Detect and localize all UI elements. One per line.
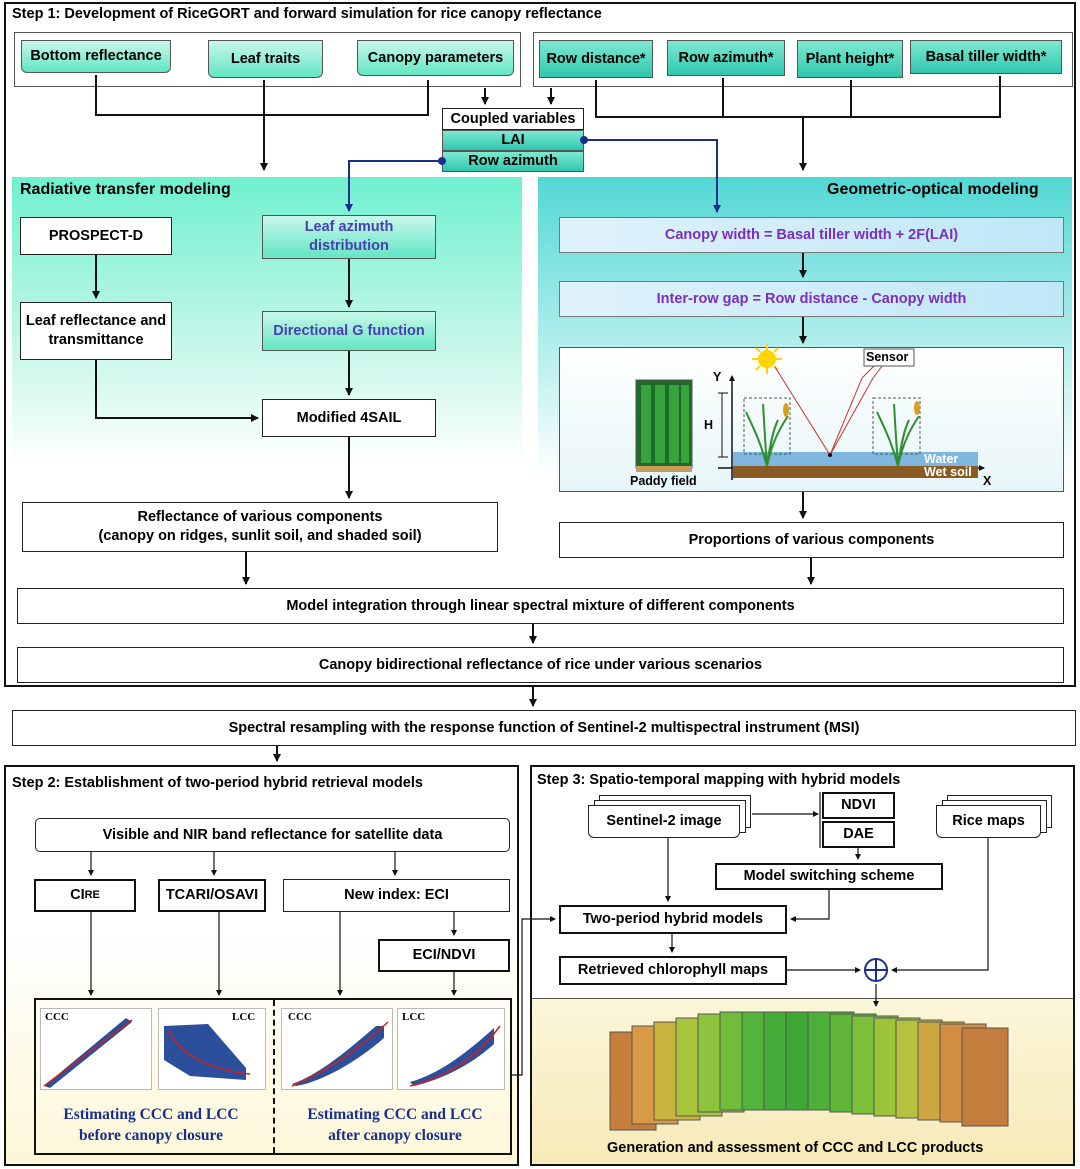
switching-to-hybrid bbox=[790, 890, 830, 922]
model-switching-box: Model switching scheme bbox=[715, 863, 943, 890]
light-rays bbox=[774, 359, 886, 457]
eci-box: New index: ECI bbox=[283, 879, 510, 912]
lcc-after-plot bbox=[409, 1025, 501, 1087]
eci-ndvi-box: ECI/NDVI bbox=[378, 939, 510, 972]
row-azimuth-input-box: Row azimuth* bbox=[667, 40, 785, 76]
step1-frame bbox=[4, 2, 1076, 687]
plot-label-1: CCC bbox=[45, 1011, 69, 1023]
spectral-resampling-box: Spectral resampling with the response fu… bbox=[12, 710, 1076, 746]
inter-row-gap-box: Inter-row gap = Row distance - Canopy wi… bbox=[559, 281, 1064, 317]
canopy-width-box: Canopy width = Basal tiller width + 2F(L… bbox=[559, 217, 1064, 253]
leaf-traits-box: Leaf traits bbox=[208, 40, 323, 78]
sun-icon bbox=[752, 344, 782, 374]
plots-frame bbox=[34, 998, 512, 1155]
coupled-variables-header: Coupled variables bbox=[442, 108, 584, 130]
proportions-components-box: Proportions of various components bbox=[559, 522, 1064, 558]
before-after-divider bbox=[273, 1000, 275, 1153]
right-input-connector bbox=[595, 76, 1001, 118]
lcc-before-plot bbox=[164, 1024, 251, 1080]
plot-label-3: CCC bbox=[288, 1011, 312, 1023]
rice-to-plus bbox=[891, 838, 989, 973]
plot-ccc-after bbox=[281, 1008, 393, 1090]
modified-4sail-box: Modified 4SAIL bbox=[262, 399, 436, 437]
leaf-rt-arrow bbox=[95, 360, 259, 422]
step2-title: Step 2: Establishment of two-period hybr… bbox=[12, 775, 423, 791]
after-closure-label: Estimating CCC and LCC after canopy clos… bbox=[307, 1106, 483, 1144]
reflectance-components-label: Reflectance of various components bbox=[137, 509, 383, 525]
water-layer bbox=[733, 452, 978, 466]
rice-maps-box: Rice maps bbox=[936, 805, 1041, 838]
canopy-bidirectional-box: Canopy bidirectional reflectance of rice… bbox=[17, 647, 1064, 683]
right-inputs-group bbox=[533, 32, 1073, 87]
plant-height-box: Plant height* bbox=[797, 40, 903, 78]
leaf-reflectance-transmittance-box: Leaf reflectance and transmittance bbox=[20, 302, 172, 360]
rtm-title: Radiative transfer modeling bbox=[20, 181, 231, 198]
tcari-osavi-box: TCARI/OSAVI bbox=[158, 879, 266, 912]
canopy-parameters-box: Canopy parameters bbox=[357, 40, 514, 76]
dae-box: DAE bbox=[822, 821, 895, 848]
wet-soil-layer bbox=[733, 466, 978, 478]
ccc-before-plot bbox=[43, 1018, 133, 1088]
directional-g-function-box: Directional G function bbox=[262, 311, 436, 351]
paddy-field-icon bbox=[635, 379, 693, 472]
rice-plant-icon bbox=[745, 403, 920, 467]
sentinel-image-box: Sentinel-2 image bbox=[588, 805, 740, 838]
generation-assessment-label: Generation and assessment of CCC and LCC… bbox=[607, 1140, 984, 1156]
row-azimuth-to-rtm-arrow bbox=[345, 160, 442, 212]
left-inputs-group bbox=[14, 32, 521, 87]
prospect-d-box: PROSPECT-D bbox=[20, 217, 172, 255]
row-distance-box: Row distance* bbox=[539, 40, 653, 78]
ndvi-box: NDVI bbox=[822, 792, 895, 819]
h-label: H bbox=[704, 418, 714, 432]
plot-label-4: LCC bbox=[402, 1011, 426, 1023]
ccc-after-plot bbox=[291, 1021, 389, 1087]
plots-to-step3 bbox=[512, 916, 556, 1076]
bottom-reflectance-box: Bottom reflectance bbox=[21, 40, 171, 73]
gom-title: Geometric-optical modeling bbox=[827, 181, 1039, 198]
y-axis-label: Y bbox=[713, 370, 722, 384]
sensor-label-box bbox=[863, 348, 915, 367]
step3-title: Step 3: Spatio-temporal mapping with hyb… bbox=[537, 772, 901, 788]
combine-icon bbox=[864, 958, 888, 982]
product-maps-stack bbox=[609, 1011, 1009, 1131]
paddy-field-label: Paddy field bbox=[630, 474, 697, 488]
plot-label-2: LCC bbox=[232, 1011, 256, 1023]
step1-title: Step 1: Development of RiceGORT and forw… bbox=[12, 6, 602, 22]
left-input-connector bbox=[95, 75, 429, 116]
coupled-row-azimuth: Row azimuth bbox=[442, 151, 584, 172]
x-axis-label: X bbox=[983, 474, 992, 488]
reflectance-components-box: Reflectance of various components (canop… bbox=[22, 502, 498, 552]
retrieved-chlorophyll-box: Retrieved chlorophyll maps bbox=[559, 956, 787, 985]
lai-to-gom-arrow bbox=[584, 139, 721, 213]
sensor-label: Sensor bbox=[866, 350, 909, 364]
two-period-hybrid-box: Two-period hybrid models bbox=[559, 905, 787, 934]
before-closure-label: Estimating CCC and LCC before canopy clo… bbox=[63, 1106, 239, 1144]
coupled-lai: LAI bbox=[442, 130, 584, 151]
leaf-azimuth-distribution-box: Leaf azimuth distribution bbox=[262, 215, 436, 259]
water-label: Water bbox=[924, 452, 959, 466]
visible-nir-box: Visible and NIR band reflectance for sat… bbox=[35, 818, 510, 852]
wet-soil-label: Wet soil bbox=[924, 465, 972, 479]
model-integration-box: Model integration through linear spectra… bbox=[17, 588, 1064, 624]
basal-tiller-width-box: Basal tiller width* bbox=[910, 40, 1062, 74]
reflectance-components-sub: (canopy on ridges, sunlit soil, and shad… bbox=[98, 528, 422, 544]
